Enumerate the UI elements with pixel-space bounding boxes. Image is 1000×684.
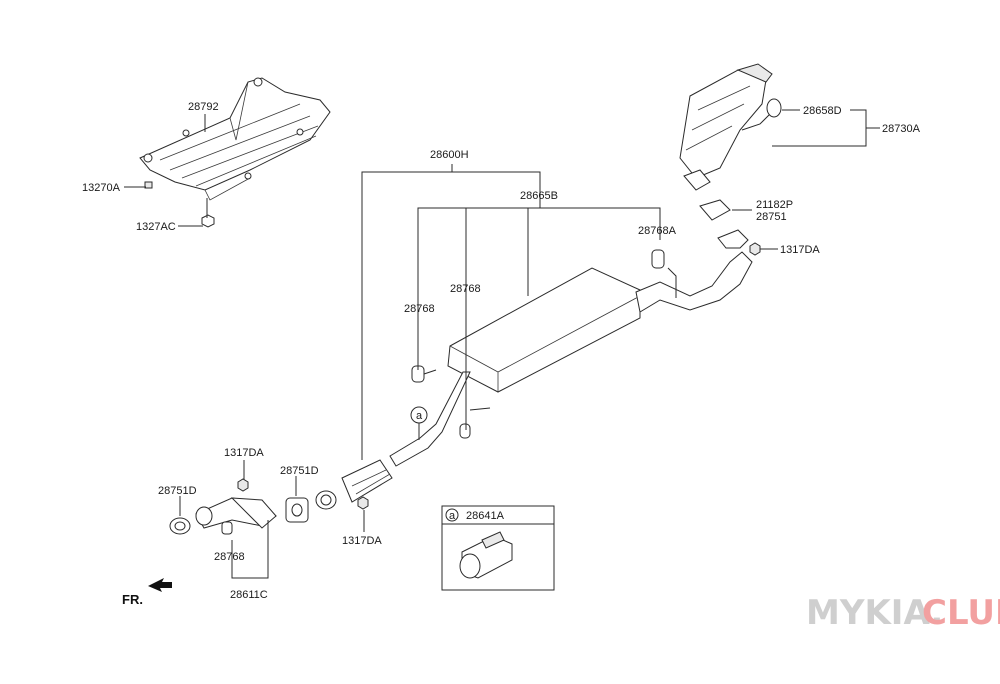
- leaders-front: [179, 460, 365, 579]
- watermark-logo: MYKIA. CLUB: [806, 593, 1000, 633]
- part-labels: 28792 13270A 1327AC 28600H 28665B 28768A…: [82, 101, 921, 607]
- label-13270A: 13270A: [82, 182, 121, 194]
- label-28768-mid: 28768: [450, 283, 481, 295]
- watermark-main: MYKIA.: [806, 593, 943, 633]
- label-28768A: 28768A: [638, 225, 677, 237]
- callout-a-letter: a: [416, 410, 423, 422]
- label-28751D-right: 28751D: [280, 465, 319, 477]
- fr-label: FR.: [122, 592, 143, 607]
- label-1317DA-bottom: 1317DA: [342, 535, 382, 547]
- label-28641A: 28641A: [466, 510, 505, 522]
- label-28768-bottom: 28768: [214, 551, 245, 563]
- label-28600H: 28600H: [430, 149, 469, 161]
- rear-converter-28730A: [679, 63, 782, 256]
- watermark-accent: CLUB: [922, 593, 1000, 633]
- label-28751D-left: 28751D: [158, 485, 197, 497]
- under-cover-28792: [139, 77, 331, 228]
- clamp-inset-box: [441, 505, 555, 591]
- front-direction-marker: [148, 578, 172, 592]
- leaders-center: [361, 164, 661, 460]
- label-21182P: 21182P: [756, 199, 793, 211]
- label-1317DA-top: 1317DA: [224, 447, 264, 459]
- leaders-undercover: [124, 114, 208, 227]
- front-pipe-28611C: [169, 478, 309, 535]
- label-28768-left: 28768: [404, 303, 435, 315]
- label-28658D: 28658D: [803, 105, 842, 117]
- label-28751: 28751: [756, 211, 787, 223]
- label-28665B: 28665B: [520, 190, 558, 202]
- callout-a-box-letter: a: [449, 510, 456, 522]
- label-1317DA-right: 1317DA: [780, 244, 820, 256]
- label-28611C: 28611C: [230, 589, 268, 601]
- main-muffler-assembly: [315, 229, 753, 510]
- label-28730A: 28730A: [882, 123, 921, 135]
- label-1327AC: 1327AC: [136, 221, 176, 233]
- label-28792: 28792: [188, 101, 219, 113]
- leaders-rear: [732, 109, 880, 250]
- callout-a: [410, 406, 428, 440]
